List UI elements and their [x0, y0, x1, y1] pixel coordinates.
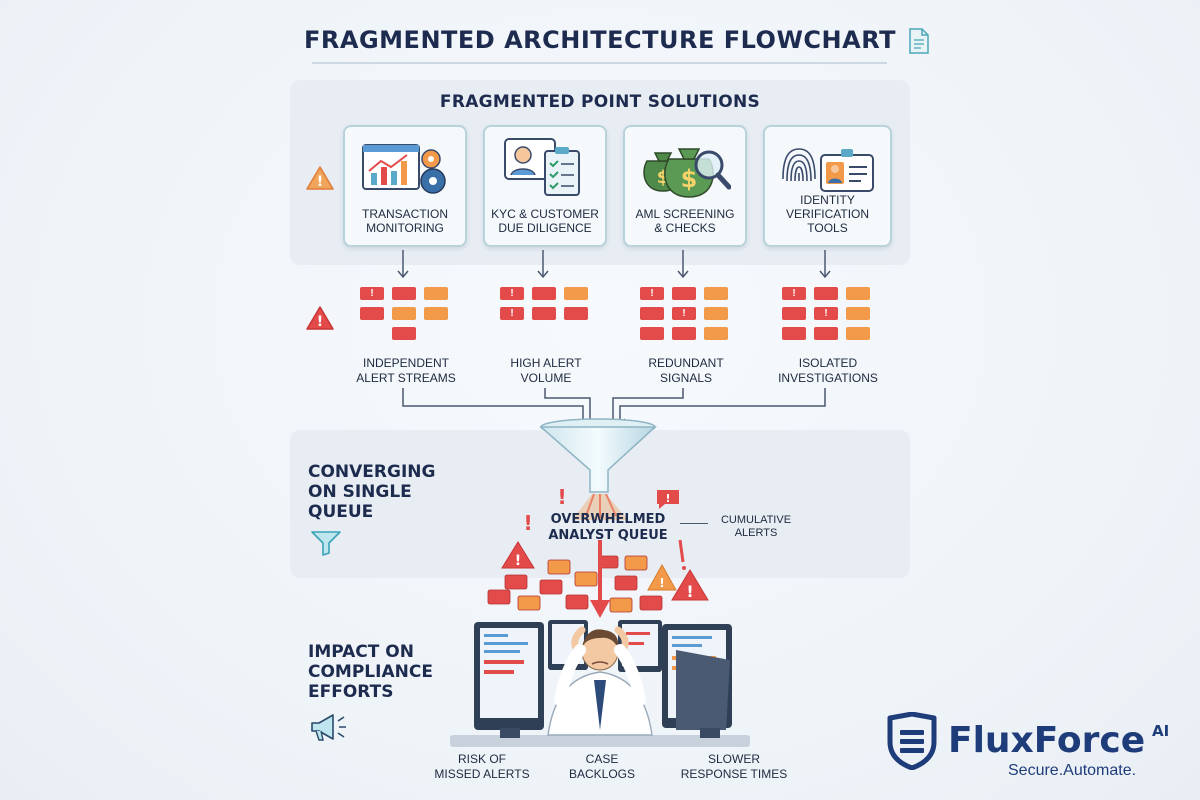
brand-tagline: Secure.Automate. — [1008, 762, 1137, 779]
profile-checklist-icon — [501, 135, 591, 204]
svg-text:!: ! — [515, 553, 521, 569]
page-title: FRAGMENTED ARCHITECTURE FLOWCHART — [304, 26, 896, 54]
fingerprint-id-card-icon — [777, 141, 877, 202]
alert-grid-high-volume: ! ! — [500, 287, 592, 347]
chart-gears-icon — [361, 137, 451, 204]
alert-grid-redundant: ! ! — [640, 287, 732, 347]
svg-text:!: ! — [557, 485, 566, 508]
point-solutions-title: FRAGMENTED POINT SOLUTIONS — [439, 92, 761, 112]
svg-text:!: ! — [659, 576, 664, 590]
title-underline — [312, 62, 887, 64]
alert-bubble-icon: ! — [520, 510, 536, 539]
document-icon[interactable] — [908, 28, 930, 59]
alert-grid-independent: ! — [360, 287, 452, 347]
svg-text:!: ! — [317, 174, 323, 190]
brand-suffix: AI — [1152, 722, 1170, 740]
alert-grid-isolated: ! ! — [782, 287, 874, 347]
money-bags-magnifier-icon: $ $ — [639, 135, 732, 206]
funnel-small-icon — [310, 530, 342, 561]
connector-line — [680, 523, 708, 524]
fluxforce-shield-icon[interactable] — [886, 711, 938, 775]
alert-bubble-icon: ! — [553, 484, 571, 513]
warning-icon: ! — [305, 305, 335, 336]
svg-text:!: ! — [686, 582, 693, 601]
megaphone-icon — [308, 712, 348, 747]
svg-text:!: ! — [523, 511, 532, 534]
warning-icon: ! — [305, 165, 335, 196]
aml-label: AML SCREENING& CHECKS — [635, 207, 735, 235]
svg-text:!: ! — [317, 314, 323, 330]
svg-text:$: $ — [681, 165, 698, 193]
brand-name: FluxForce — [948, 720, 1146, 761]
alert-bubble-icon: ! — [655, 488, 681, 515]
svg-text:!: ! — [665, 492, 670, 505]
aml-screening-card[interactable]: $ $ AML SCREENING& CHECKS — [623, 125, 747, 247]
